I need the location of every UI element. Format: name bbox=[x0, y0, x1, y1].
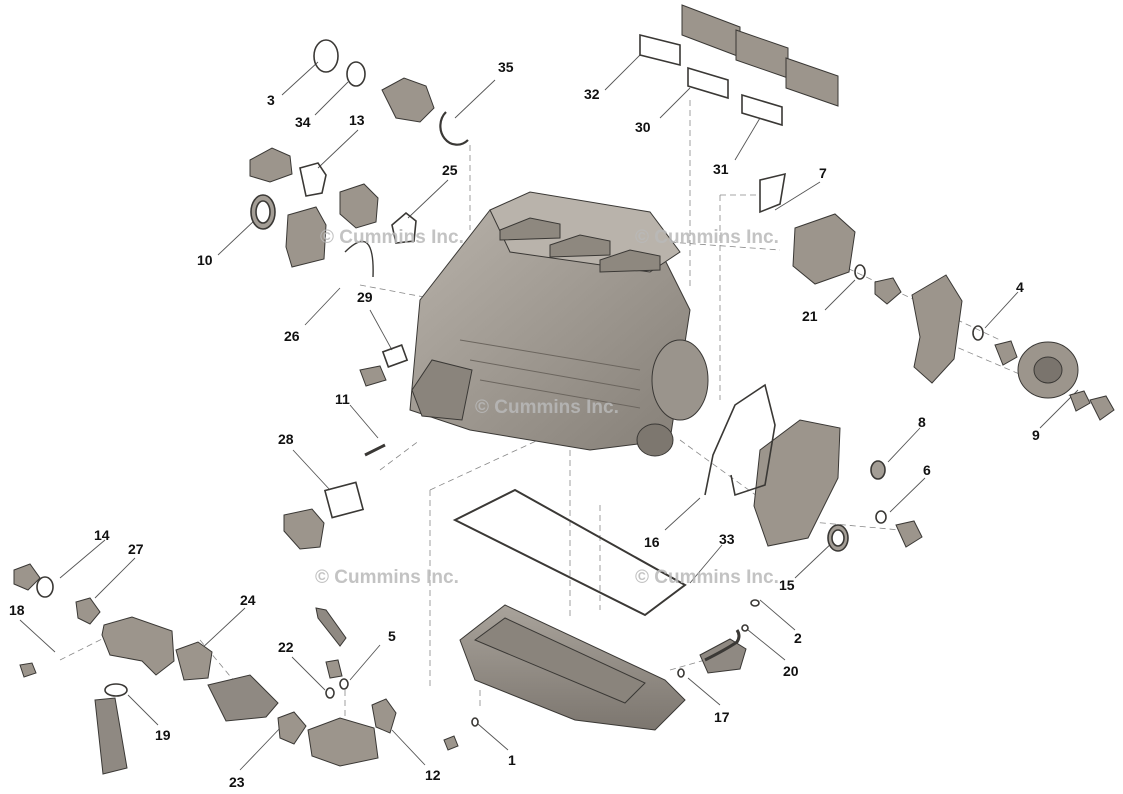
callout-26: 26 bbox=[284, 328, 300, 344]
callout-27: 27 bbox=[128, 541, 144, 557]
engine-block bbox=[409, 191, 709, 457]
watermark: © Cummins Inc. bbox=[635, 567, 779, 588]
callout-33: 33 bbox=[719, 531, 735, 547]
callout-21: 21 bbox=[802, 308, 818, 324]
callout-28: 28 bbox=[278, 431, 294, 447]
tubes bbox=[364, 443, 741, 662]
callout-17: 17 bbox=[714, 709, 730, 725]
callout-7: 7 bbox=[819, 165, 827, 181]
callout-34: 34 bbox=[295, 114, 311, 130]
exhaust-manifold bbox=[681, 4, 839, 107]
callout-8: 8 bbox=[918, 414, 926, 430]
gear-cover-gasket bbox=[704, 383, 776, 497]
callout-20: 20 bbox=[783, 663, 799, 679]
callout-25: 25 bbox=[442, 162, 458, 178]
callout-35: 35 bbox=[498, 59, 514, 75]
watermark: © Cummins Inc. bbox=[315, 567, 459, 588]
solid-components bbox=[13, 77, 1115, 775]
callout-15: 15 bbox=[779, 577, 795, 593]
callout-16: 16 bbox=[644, 534, 660, 550]
manifold-gaskets bbox=[639, 33, 786, 214]
callout-2: 2 bbox=[794, 630, 802, 646]
leader-lines bbox=[19, 54, 1079, 771]
watermark: © Cummins Inc. bbox=[635, 227, 779, 248]
callout-24: 24 bbox=[240, 592, 256, 608]
callout-14: 14 bbox=[94, 527, 110, 543]
front-seal-parts bbox=[36, 39, 984, 727]
callout-3: 3 bbox=[267, 92, 275, 108]
callout-13: 13 bbox=[349, 112, 365, 128]
callout-23: 23 bbox=[229, 774, 245, 790]
callout-19: 19 bbox=[155, 727, 171, 743]
callout-10: 10 bbox=[197, 252, 213, 268]
oil-pan-gasket bbox=[452, 488, 687, 617]
callout-32: 32 bbox=[584, 86, 600, 102]
callout-9: 9 bbox=[1032, 427, 1040, 443]
callout-18: 18 bbox=[9, 602, 25, 618]
callout-22: 22 bbox=[278, 639, 294, 655]
callout-11: 11 bbox=[335, 391, 350, 407]
callout-6: 6 bbox=[923, 462, 931, 478]
watermark: © Cummins Inc. bbox=[475, 397, 619, 418]
callout-29: 29 bbox=[357, 289, 373, 305]
oil-pan bbox=[459, 604, 686, 731]
callout-1: 1 bbox=[508, 752, 516, 768]
callout-31: 31 bbox=[713, 161, 729, 177]
callout-30: 30 bbox=[635, 119, 651, 135]
callout-5: 5 bbox=[388, 628, 396, 644]
callout-4: 4 bbox=[1016, 279, 1024, 295]
watermark: © Cummins Inc. bbox=[320, 227, 464, 248]
callout-12: 12 bbox=[425, 767, 441, 783]
